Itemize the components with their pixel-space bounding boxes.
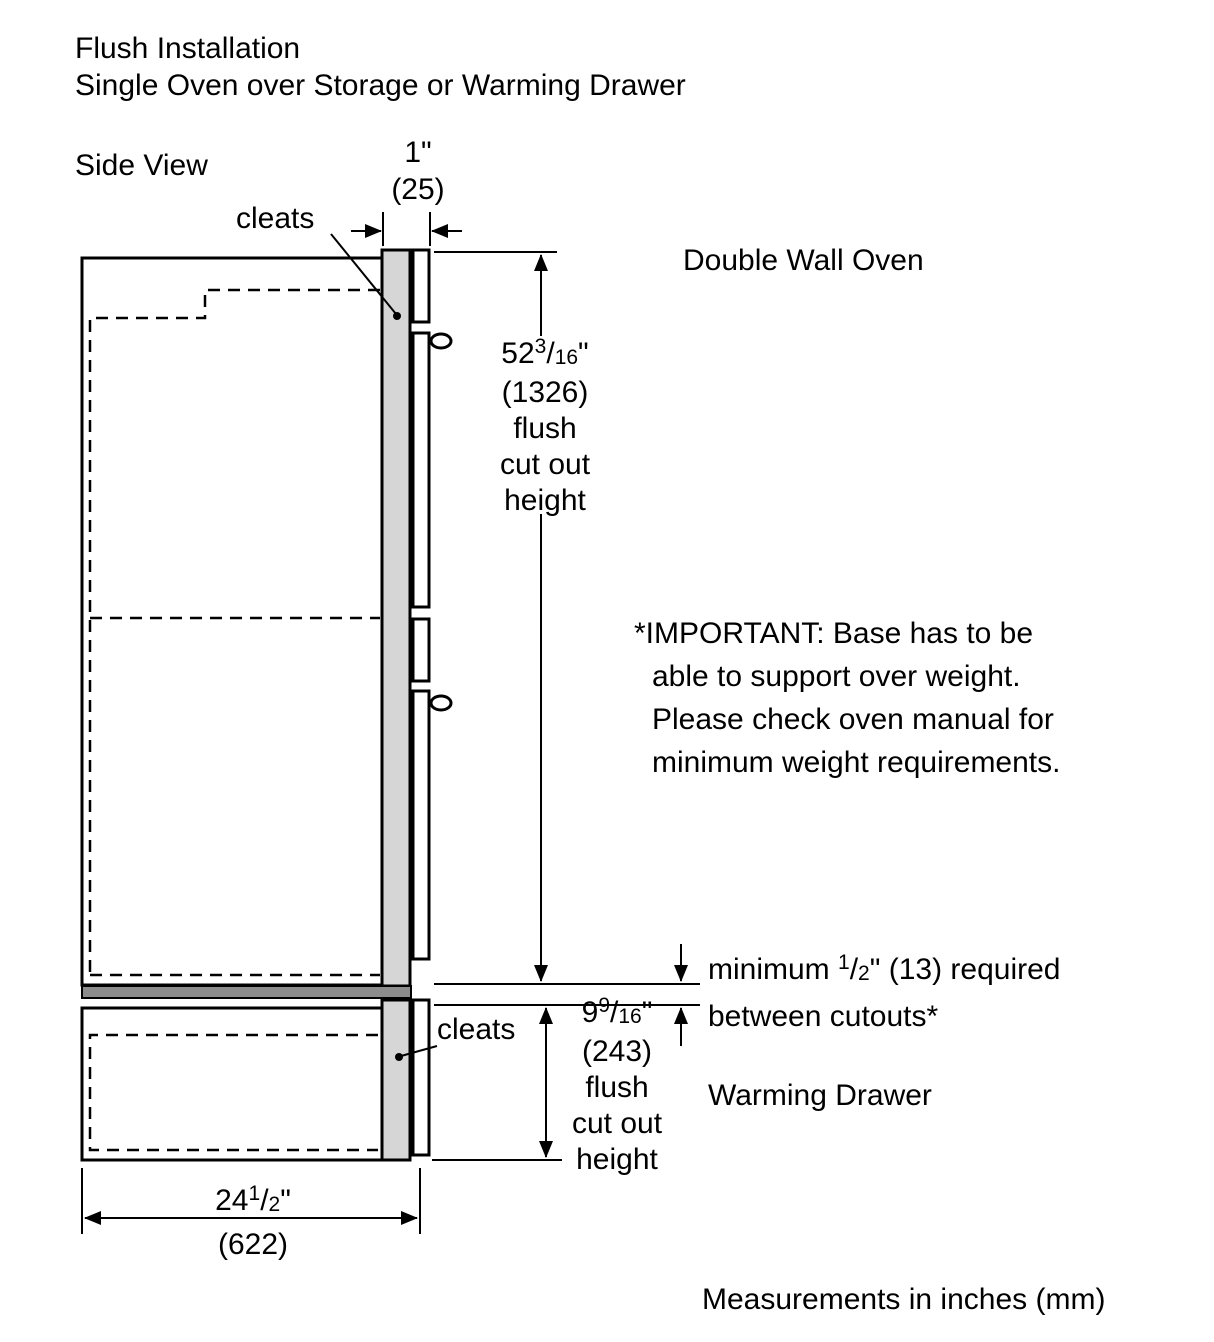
fraction-slash: /: [260, 1184, 269, 1217]
inch-mark: ": [280, 1184, 291, 1217]
drawer-cutout-dashed: [88, 1033, 378, 1152]
oven-cutout-mm: (1326): [501, 376, 589, 409]
oven-cutout-inches: 523/16": [455, 335, 635, 375]
drawer-front-panel: [411, 998, 431, 1157]
cleats-label-bottom: cleats: [437, 1013, 516, 1046]
drawer-cutout-whole: 9: [581, 996, 599, 1029]
min-gap-pre: minimum: [708, 953, 839, 986]
drawer-cutout-desc-2: cut out: [571, 1107, 663, 1140]
lower-door-handle-knob: [429, 694, 453, 712]
oven-trim-top-panel: [411, 248, 431, 324]
oven-cutout-desc-3: height: [504, 484, 586, 517]
min-gap-frac-num: 1: [838, 951, 850, 974]
note-line-3: Please check oven manual for: [652, 703, 1054, 736]
cabinet-width-frac-num: 1: [248, 1182, 261, 1205]
page-title: Flush Installation Single Oven over Stor…: [75, 30, 686, 104]
fraction-slash: /: [610, 996, 619, 1029]
cabinet-width-inches: 241/2": [168, 1182, 338, 1219]
cabinet-width-frac-den: 2: [268, 1193, 281, 1216]
drawer-cutout-dimension: 99/16" (243) flush cut out height: [555, 994, 679, 1178]
oven-lower-door-panel: [411, 689, 431, 961]
cleats-top-leader-line: [330, 233, 397, 315]
note-line-2: able to support over weight.: [652, 660, 1021, 693]
drawer-cutout-mm: (243): [581, 1035, 653, 1068]
oven-cutout-desc-2: cut out: [499, 448, 591, 481]
cleats-bottom-leader-line: [400, 1045, 438, 1057]
drawer-cutout-inches: 99/16": [555, 994, 679, 1034]
oven-cutout-frac-num: 3: [534, 335, 547, 358]
oven-cutout-frac-den: 16: [554, 346, 579, 369]
cleat-width-mm: (25): [391, 173, 445, 206]
note-line-4: minimum weight requirements.: [652, 746, 1061, 779]
warming-drawer-label: Warming Drawer: [708, 1079, 932, 1112]
oven-cutout-whole: 52: [501, 337, 535, 370]
fraction-slash: /: [546, 337, 555, 370]
drawer-cutout-frac-den: 16: [618, 1005, 642, 1028]
side-view-label: Side View: [75, 149, 208, 182]
cabinet-width-whole: 24: [215, 1184, 249, 1217]
oven-cutout-dashed-step: [88, 288, 380, 975]
measurements-footnote: Measurements in inches (mm): [702, 1283, 1106, 1316]
min-gap-line-1: minimum 1/2" (13) required: [708, 948, 1060, 995]
min-gap-note: minimum 1/2" (13) required between cutou…: [708, 948, 1060, 1039]
important-note: *IMPORTANT: Base has to be able to suppo…: [634, 612, 1060, 784]
fraction-slash: /: [849, 953, 859, 986]
drawer-cutout-desc-1: flush: [585, 1071, 649, 1104]
cleats-top-leader-dot: [393, 312, 401, 320]
double-wall-oven-label: Double Wall Oven: [683, 244, 924, 277]
inch-mark: ": [578, 337, 589, 370]
min-gap-frac-den: 2: [858, 962, 870, 985]
oven-cutout-desc-1: flush: [513, 412, 577, 445]
cleats-label-top: cleats: [236, 202, 315, 235]
drawer-cutout-frac-num: 9: [598, 994, 610, 1017]
title-line-2: Single Oven over Storage or Warming Draw…: [75, 69, 686, 102]
drawer-cutout-desc-3: height: [576, 1143, 658, 1176]
cleats-bottom-leader-dot: [395, 1053, 403, 1061]
upper-door-handle-knob: [429, 332, 453, 350]
oven-control-panel: [411, 617, 431, 683]
title-line-1: Flush Installation: [75, 32, 301, 65]
min-gap-post: " (13) required: [869, 953, 1061, 986]
oven-upper-door-panel: [411, 331, 431, 609]
drawer-cabinet-outline: [80, 1006, 382, 1162]
oven-cutout-dimension: 523/16" (1326) flush cut out height: [455, 335, 635, 519]
cabinet-width-mm: (622): [217, 1228, 289, 1261]
note-line-1: *IMPORTANT: Base has to be: [634, 617, 1034, 650]
min-gap-line-2: between cutouts*: [708, 1000, 939, 1033]
base-divider-bar: [81, 985, 412, 999]
oven-cleat-strip: [380, 248, 412, 988]
cleat-width-inches: 1": [404, 136, 432, 169]
oven-cabinet-outline: [80, 256, 382, 987]
drawer-cleat-strip: [380, 998, 412, 1162]
inch-mark: ": [641, 996, 653, 1029]
cleat-width-dimension: 1" (25): [368, 134, 468, 208]
